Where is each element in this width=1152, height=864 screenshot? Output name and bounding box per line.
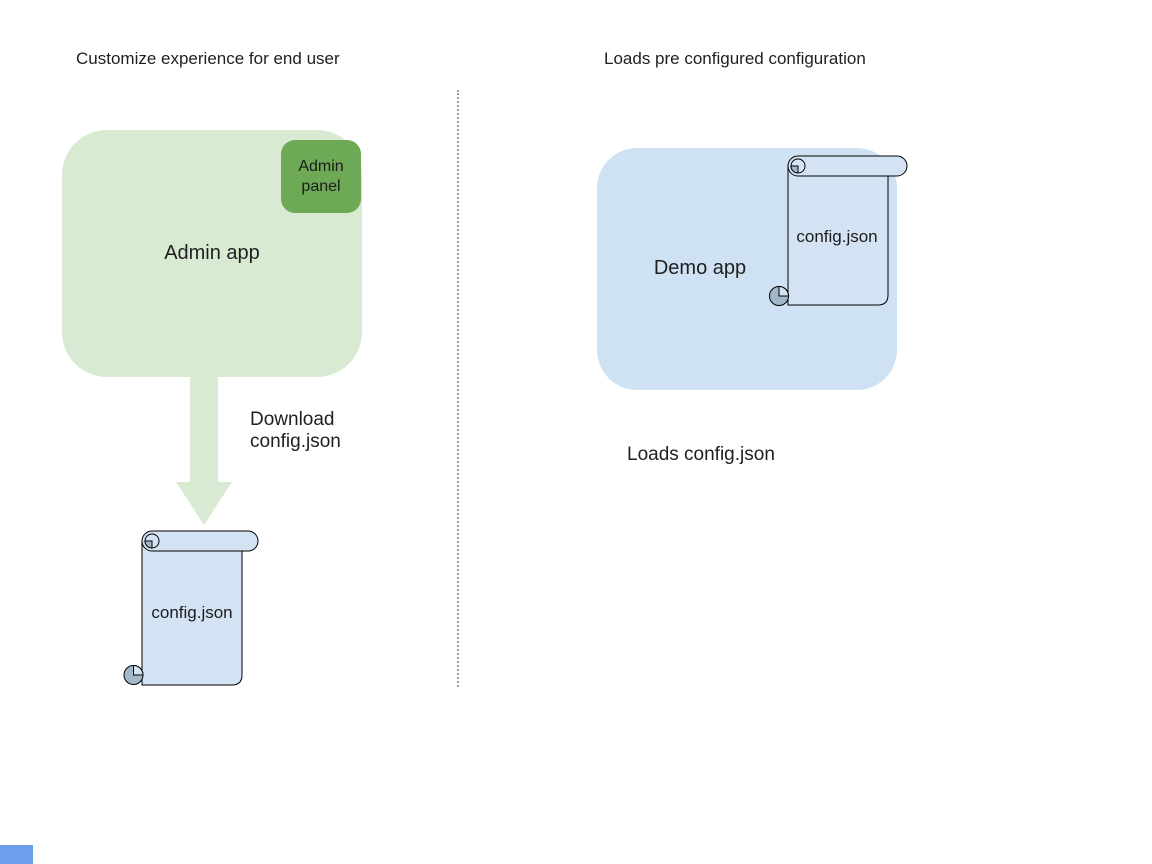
left-panel-title: Customize experience for end user [76, 49, 340, 68]
loads-config-caption: Loads config.json [627, 444, 775, 465]
config-file-scroll-icon [123, 530, 259, 686]
config-file-scroll-icon [769, 155, 908, 306]
right-scroll-filename: config.json [796, 227, 878, 246]
admin-panel-label: Admin panel [298, 157, 344, 195]
demo-app-label: Demo app [653, 257, 747, 279]
right-panel-title: Loads pre configured configuration [604, 49, 866, 68]
download-config-caption: Download config.json [250, 409, 341, 452]
admin-panel-box: Admin panel [281, 140, 361, 213]
down-arrow-icon [176, 377, 232, 525]
section-divider-line [457, 90, 459, 687]
admin-app-label: Admin app [164, 242, 260, 264]
left-scroll-filename: config.json [151, 603, 233, 622]
corner-artifact-rectangle [0, 845, 33, 864]
